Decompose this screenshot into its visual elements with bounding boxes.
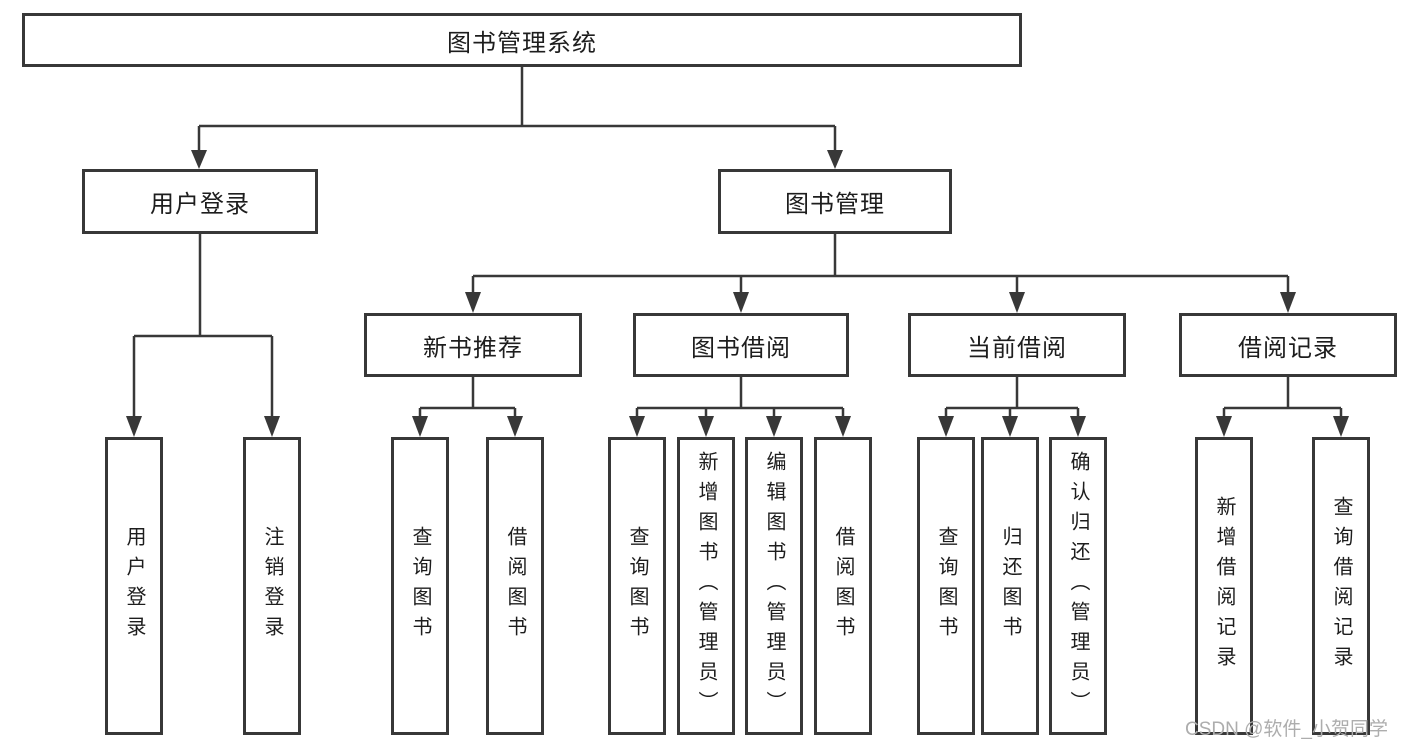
leaf-borrow-books-recommend: 借阅图书 [486, 437, 544, 735]
leaf-user-login: 用户登录 [105, 437, 163, 735]
node-current-borrowing: 当前借阅 [908, 313, 1126, 377]
arrow-down-icon [629, 416, 645, 437]
arrow-down-icon [1216, 416, 1232, 437]
node-label: 图书管理系统 [447, 29, 597, 57]
node-label: 归还图书 [999, 526, 1021, 646]
node-label: 借阅记录 [1238, 334, 1338, 362]
node-label: 图书管理 [785, 191, 885, 218]
connector-current-borrow-children [938, 377, 1086, 437]
arrow-down-icon [835, 416, 851, 437]
node-library-management-system: 图书管理系统 [22, 13, 1022, 67]
node-label: 查询借阅记录 [1330, 496, 1352, 676]
arrow-down-icon [412, 416, 428, 437]
arrow-down-icon [191, 150, 207, 169]
arrow-down-icon [1009, 292, 1025, 313]
leaf-confirm-return-admin: 确认归还（管理员） [1049, 437, 1107, 735]
leaf-edit-book-admin: 编辑图书（管理员） [745, 437, 803, 735]
leaf-query-borrow-record: 查询借阅记录 [1312, 437, 1370, 735]
node-label: 新增借阅记录 [1213, 496, 1235, 676]
node-label: 查询图书 [626, 526, 648, 646]
leaf-borrow-books-borrowing: 借阅图书 [814, 437, 872, 735]
arrow-down-icon [733, 292, 749, 313]
arrow-down-icon [698, 416, 714, 437]
arrow-down-icon [126, 416, 142, 437]
connector-book-mgmt-to-level3 [465, 234, 1296, 313]
node-label: 查询图书 [935, 526, 957, 646]
arrow-down-icon [1333, 416, 1349, 437]
node-new-book-recommend: 新书推荐 [364, 313, 582, 377]
leaf-return-book: 归还图书 [981, 437, 1039, 735]
node-book-borrowing: 图书借阅 [633, 313, 849, 377]
node-label: 图书借阅 [691, 334, 791, 362]
csdn-watermark: CSDN @软件_小贺同学 [1185, 719, 1388, 740]
arrow-down-icon [827, 150, 843, 169]
connector-new-book-rec-children [412, 377, 523, 437]
node-borrowing-records: 借阅记录 [1179, 313, 1397, 377]
node-label: 新增图书（管理员） [695, 451, 717, 721]
node-label: 借阅图书 [504, 526, 526, 646]
node-label: 确认归还（管理员） [1067, 451, 1089, 721]
node-label: 用户登录 [123, 526, 145, 646]
arrow-down-icon [1070, 416, 1086, 437]
connector-root-to-level2 [191, 67, 843, 169]
arrow-down-icon [938, 416, 954, 437]
node-label: 查询图书 [409, 526, 431, 646]
node-label: 注销登录 [261, 526, 283, 646]
node-label: 新书推荐 [423, 334, 523, 362]
node-label: 用户登录 [150, 191, 250, 218]
arrow-down-icon [465, 292, 481, 313]
connector-user-login-children [126, 234, 280, 437]
node-user-login: 用户登录 [82, 169, 318, 234]
arrow-down-icon [507, 416, 523, 437]
leaf-query-books-recommend: 查询图书 [391, 437, 449, 735]
arrow-down-icon [766, 416, 782, 437]
connector-borrow-records-children [1216, 377, 1349, 437]
leaf-add-book-admin: 新增图书（管理员） [677, 437, 735, 735]
connector-book-borrow-children [629, 377, 851, 437]
node-label: 编辑图书（管理员） [763, 451, 785, 721]
arrow-down-icon [1280, 292, 1296, 313]
leaf-add-borrow-record: 新增借阅记录 [1195, 437, 1253, 735]
leaf-query-books-borrowing: 查询图书 [608, 437, 666, 735]
node-book-management: 图书管理 [718, 169, 952, 234]
arrow-down-icon [264, 416, 280, 437]
leaf-logout: 注销登录 [243, 437, 301, 735]
arrow-down-icon [1002, 416, 1018, 437]
node-label: 借阅图书 [832, 526, 854, 646]
node-label: 当前借阅 [967, 334, 1067, 362]
leaf-query-books-current: 查询图书 [917, 437, 975, 735]
